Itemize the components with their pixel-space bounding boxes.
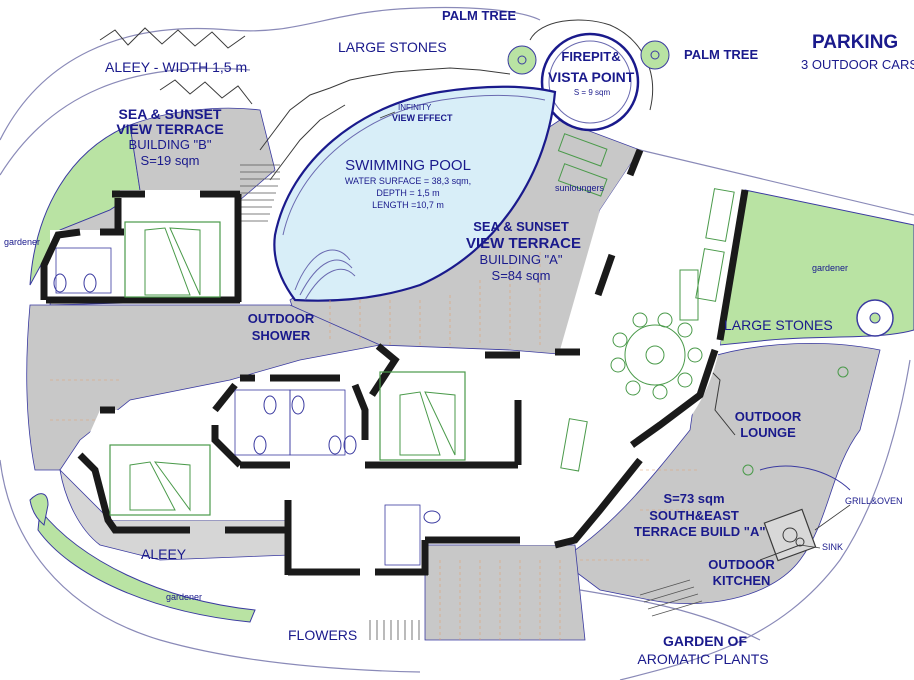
firepit-vista-point xyxy=(540,32,640,132)
aleey-top-label: ALEEY - WIDTH 1,5 m xyxy=(105,59,248,75)
grill-oven-label: GRILL&OVEN xyxy=(845,496,903,506)
lawn-strip-2 xyxy=(29,493,49,526)
sunloungers-set xyxy=(557,133,735,472)
dining-table xyxy=(610,312,703,400)
outdoor-kitchen-line1: OUTDOOR xyxy=(708,557,775,572)
firepit-label: FIREPIT& xyxy=(561,49,621,64)
aleey-bottom-label: ALEEY xyxy=(141,546,187,562)
gardener-bottom-label: gardener xyxy=(166,592,203,602)
gardener-left-label: gardener xyxy=(4,237,41,247)
palm-tree-top-label: PALM TREE xyxy=(442,8,517,23)
large-stones-borders xyxy=(99,19,736,436)
garden-line2: AROMATIC PLANTS xyxy=(637,651,769,667)
terrace-b-line3: BUILDING "B" xyxy=(128,137,212,152)
site-boundary-lines xyxy=(0,6,914,680)
flowers-label: FLOWERS xyxy=(288,627,358,643)
large-stones-right-label: LARGE STONES xyxy=(724,317,833,333)
terrace-b-line2: VIEW TERRACE xyxy=(116,121,224,137)
pool-title: SWIMMING POOL xyxy=(345,157,471,174)
outdoor-lounge-line1: OUTDOOR xyxy=(734,409,802,424)
outdoor-shower-line1: OUTDOOR xyxy=(247,311,315,326)
infinity-label: INFINITY xyxy=(398,103,432,112)
terrace-b-line1: SEA & SUNSET xyxy=(118,106,222,122)
large-stones-top-label: LARGE STONES xyxy=(338,39,447,55)
palm-tree-icon xyxy=(507,45,537,75)
swimming-pool xyxy=(273,85,557,302)
terrace-a-line2: VIEW TERRACE xyxy=(466,235,582,252)
sink-label: SINK xyxy=(822,542,844,552)
sunloungers-label: sunloungers xyxy=(555,183,605,193)
palm-tree-right-label: PALM TREE xyxy=(684,47,759,62)
pool-length: LENGTH =10,7 m xyxy=(372,200,444,210)
gardener-right-label: gardener xyxy=(812,263,849,273)
terrace-a-line4: S=84 sqm xyxy=(491,268,551,283)
pool-depth: DEPTH = 1,5 m xyxy=(376,188,440,198)
firepit-area-label: S = 9 sqm xyxy=(573,88,611,97)
leader-lines xyxy=(379,111,851,549)
garden-line1: GARDEN OF xyxy=(663,633,747,649)
lawn-bottom xyxy=(37,508,256,623)
outdoor-kitchen-line2: KITCHEN xyxy=(712,573,771,588)
terrace-b-line4: S=19 sqm xyxy=(140,153,200,168)
view-effect-label: VIEW EFFECT xyxy=(392,113,453,123)
building-b xyxy=(40,190,242,304)
vista-point-label: VISTA POINT xyxy=(548,69,635,85)
pool-surface: WATER SURFACE = 38,3 sqm, xyxy=(344,176,472,186)
outdoor-shower-line2: SHOWER xyxy=(251,328,311,343)
entrance-paving xyxy=(424,544,586,641)
parking-sub-label: 3 OUTDOOR CARS xyxy=(801,57,914,72)
palm-trees xyxy=(507,40,894,337)
terrace-a-line1: SEA & SUNSET xyxy=(473,219,569,234)
outdoor-kitchen xyxy=(742,366,851,562)
terrace-se-line3: TERRACE BUILD "A" xyxy=(634,524,766,539)
outdoor-lounge-line2: LOUNGE xyxy=(740,425,796,440)
terrace-a-line3: BUILDING "A" xyxy=(479,252,563,267)
terrace-se-line1: S=73 sqm xyxy=(663,491,725,506)
building-a xyxy=(77,133,749,576)
terrace-se-line2: SOUTH&EAST xyxy=(649,508,739,523)
parking-label: PARKING xyxy=(812,32,899,53)
palm-tree-icon xyxy=(640,40,670,70)
